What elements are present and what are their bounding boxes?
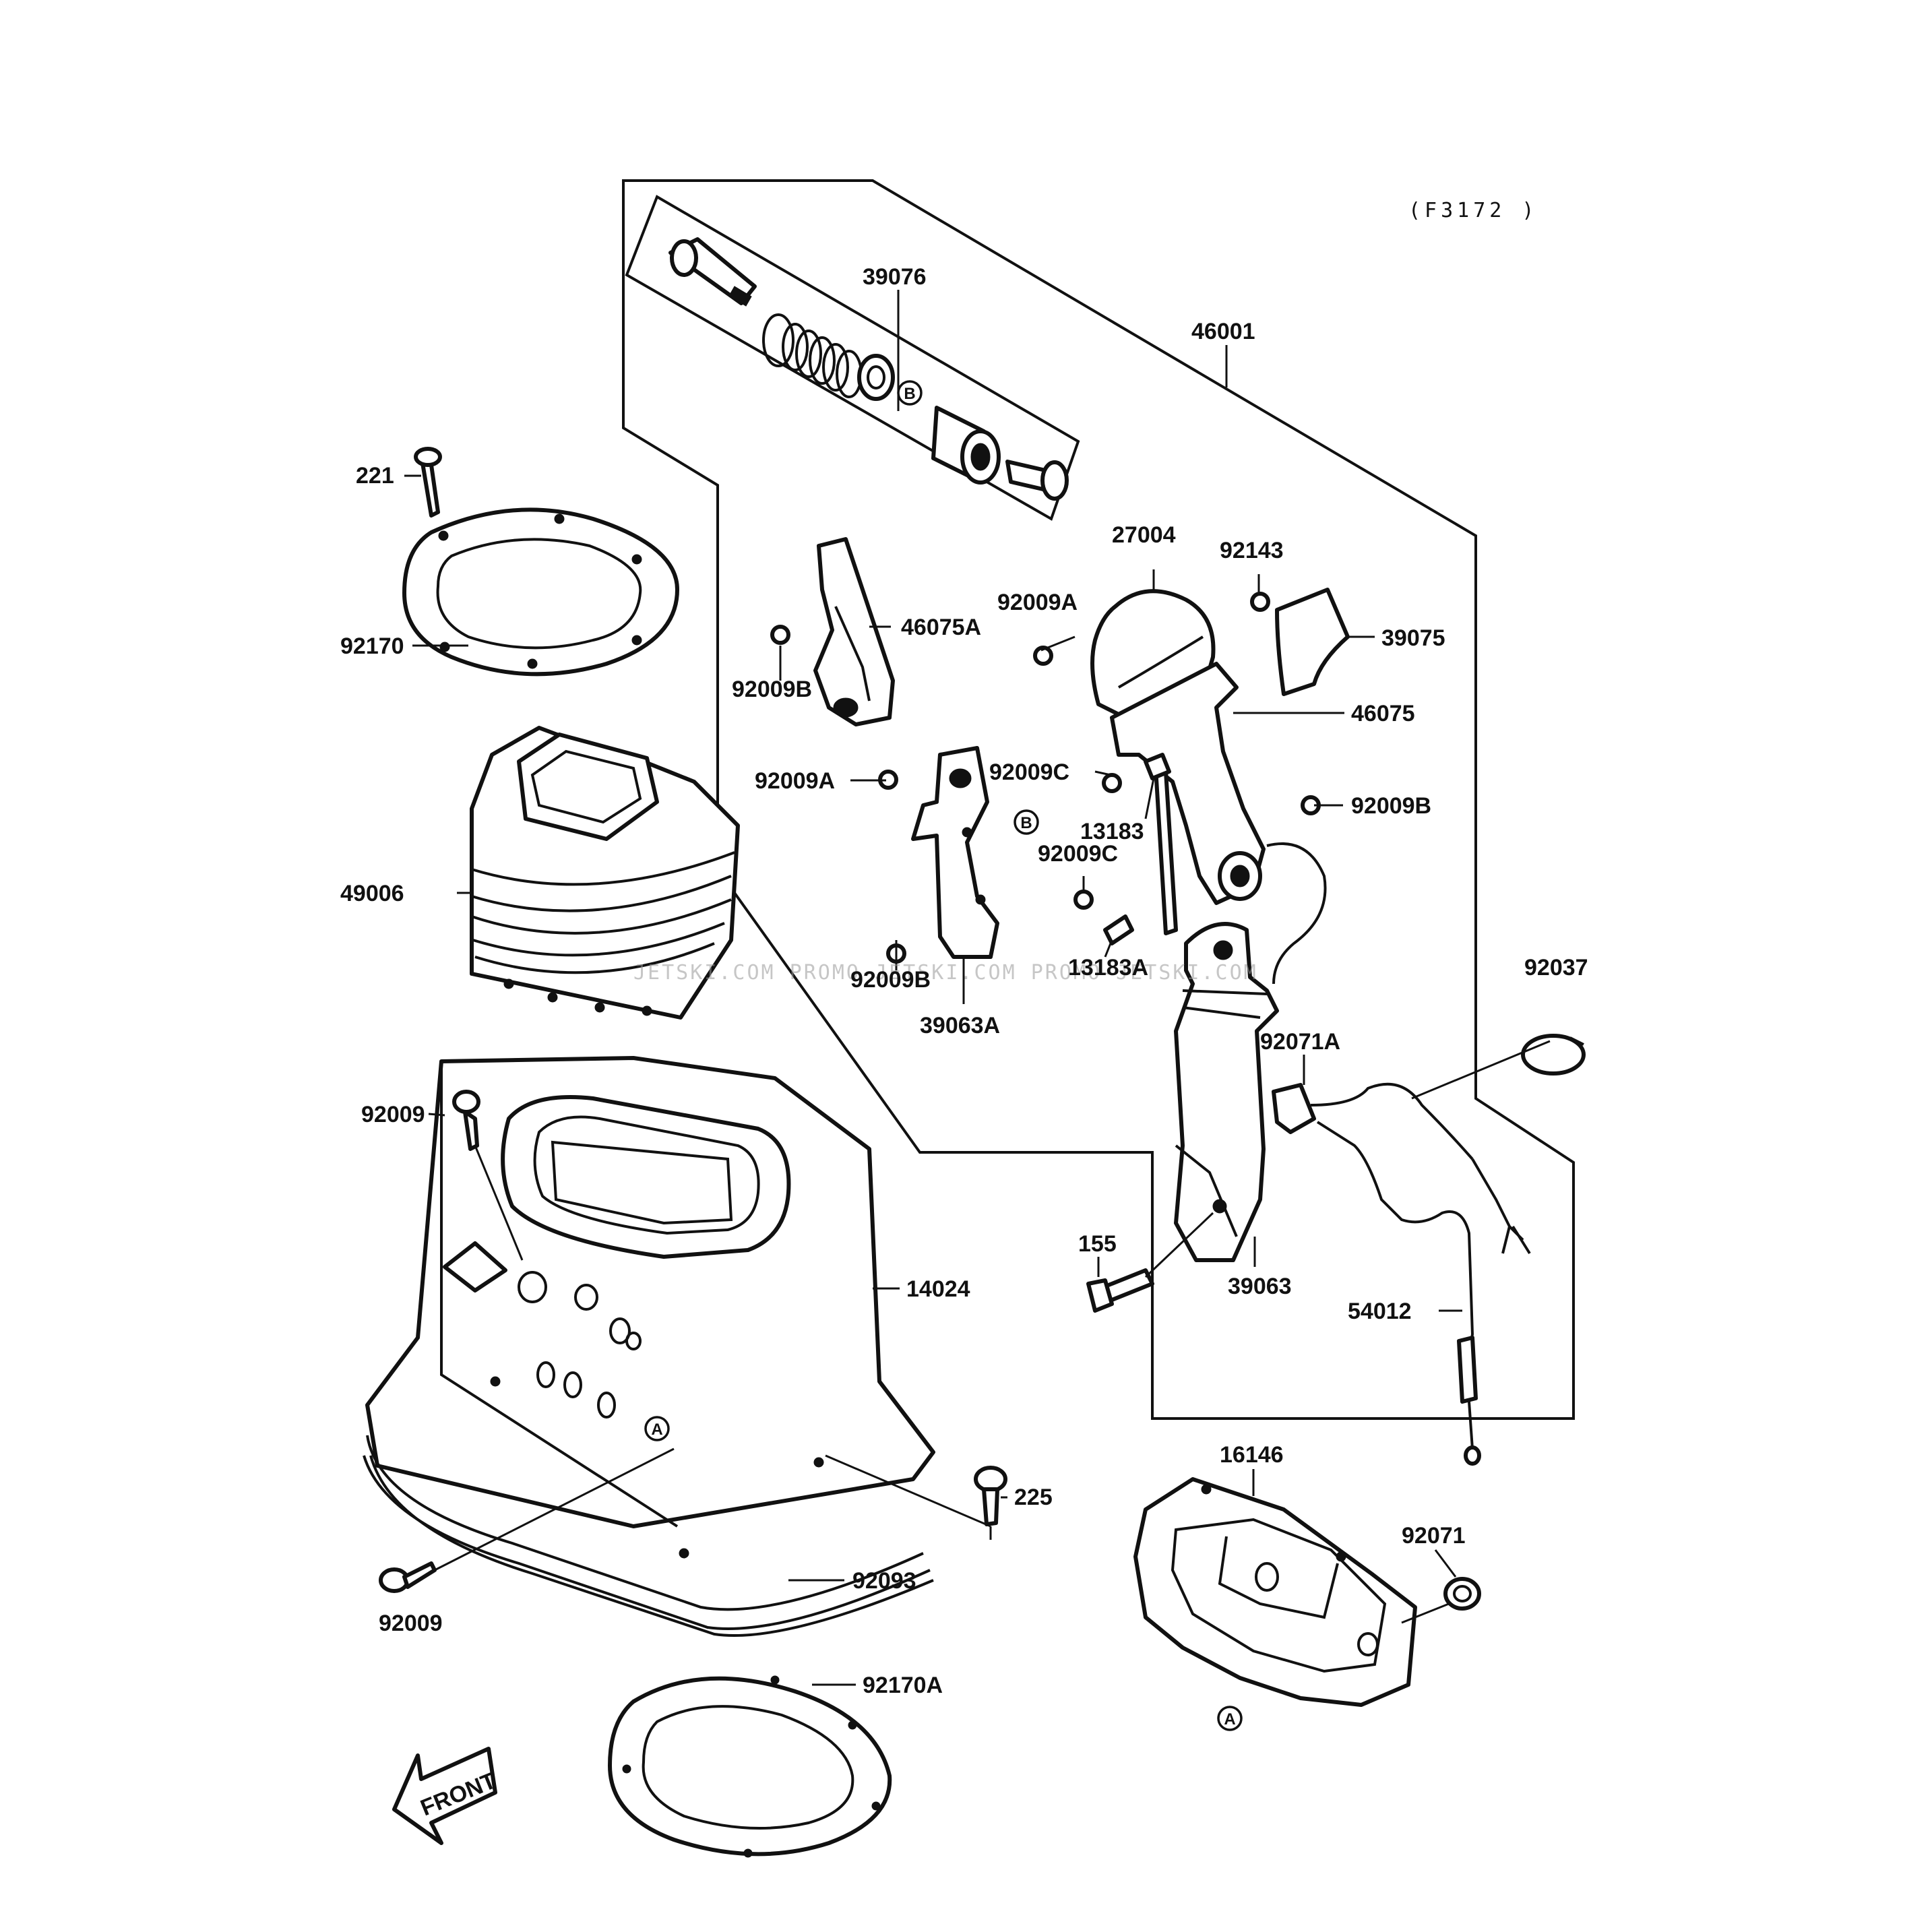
callout-54012: 54012 <box>1348 1299 1412 1324</box>
callout-16146: 16146 <box>1220 1442 1284 1468</box>
callout-13183: 13183 <box>1080 819 1144 844</box>
ref-marker-b-upper: B <box>897 380 923 406</box>
callout-46075: 46075 <box>1351 701 1415 726</box>
callout-221: 221 <box>356 463 394 489</box>
callout-14024: 14024 <box>906 1276 970 1302</box>
callout-225: 225 <box>1014 1485 1053 1510</box>
callout-13183A: 13183A <box>1068 955 1148 980</box>
cover-16146 <box>1133 1477 1417 1707</box>
callout-92071: 92071 <box>1402 1523 1466 1549</box>
diagram-code: (F3172 ) <box>1408 199 1538 222</box>
gasket-92170 <box>402 507 679 677</box>
part-number-labels: 39076 46001 221 92170 46075A 92009B 9200… <box>340 264 1588 1698</box>
washer-92143 <box>1250 592 1270 612</box>
clip-13183A <box>1103 914 1134 945</box>
callout-92037: 92037 <box>1524 955 1588 980</box>
callout-92009-bottom: 92009 <box>379 1611 443 1636</box>
rod-13183 <box>1144 753 1178 935</box>
callout-leader-lines <box>404 290 1551 1686</box>
ref-marker-a-cover: A <box>1217 1706 1243 1731</box>
ref-marker-a-housing: A <box>644 1416 670 1441</box>
callout-92009-top: 92009 <box>361 1102 425 1127</box>
callout-92009A-right: 92009A <box>997 590 1078 615</box>
bracket-46075A <box>813 537 895 726</box>
screw-92009-top <box>452 1090 480 1151</box>
screw-92009-bottom <box>379 1561 437 1593</box>
pivot-kit-box <box>625 195 1080 521</box>
handle-46075 <box>1110 662 1327 985</box>
callout-92143: 92143 <box>1220 538 1284 563</box>
cover-39075 <box>1275 588 1350 696</box>
callout-92071A: 92071A <box>1260 1029 1340 1055</box>
callout-155: 155 <box>1078 1231 1117 1257</box>
watermark: JETSKI.COM PROMO-JETSKI.COM PROMO-JETSKI… <box>633 961 1258 985</box>
bolt-155 <box>1086 1268 1154 1313</box>
gasket-92093 <box>369 1455 934 1637</box>
callout-27004: 27004 <box>1112 522 1176 548</box>
callout-49006: 49006 <box>340 881 404 906</box>
callout-46001: 46001 <box>1191 319 1255 344</box>
callout-92170: 92170 <box>340 633 404 659</box>
callout-39063: 39063 <box>1228 1274 1292 1299</box>
ref-marker-b-lower: B <box>1014 809 1039 835</box>
svg-text:A: A <box>1224 1710 1235 1728</box>
svg-text:B: B <box>904 385 915 403</box>
callout-92009C-top: 92009C <box>989 759 1069 785</box>
svg-text:B: B <box>1020 814 1032 832</box>
callout-92009B-left: 92009B <box>732 677 812 702</box>
arm-39063A <box>911 746 999 959</box>
lever-39063 <box>1174 922 1279 1262</box>
screw-221 <box>414 447 442 518</box>
callout-92009C-mid: 92009C <box>1038 841 1118 867</box>
callout-46075A: 46075A <box>901 615 981 640</box>
svg-text:A: A <box>651 1421 662 1439</box>
callout-92093: 92093 <box>852 1568 916 1594</box>
boot-49006 <box>470 726 740 1020</box>
callout-92009B-right: 92009B <box>1351 793 1431 819</box>
callout-39076: 39076 <box>863 264 927 290</box>
callout-92170A: 92170A <box>863 1673 943 1698</box>
wiring-harness-54012 <box>1272 1082 1531 1466</box>
callout-39075: 39075 <box>1381 625 1445 651</box>
callout-92009B-low: 92009B <box>850 967 931 993</box>
callout-39063A: 39063A <box>920 1013 1000 1038</box>
grommet-92071 <box>1443 1577 1481 1611</box>
console-housing-14024 <box>363 1056 935 1630</box>
screw-225 <box>974 1466 1007 1526</box>
front-direction-arrow: FRONT <box>392 1747 500 1845</box>
gasket-92170A <box>608 1675 892 1858</box>
small-screw-set <box>770 625 1321 964</box>
assembly-46001-frame <box>622 179 1575 1420</box>
callout-92009A-left: 92009A <box>755 768 835 794</box>
grommet-92037 <box>1521 1034 1586 1076</box>
pivot-kit-39076 <box>668 237 1069 501</box>
